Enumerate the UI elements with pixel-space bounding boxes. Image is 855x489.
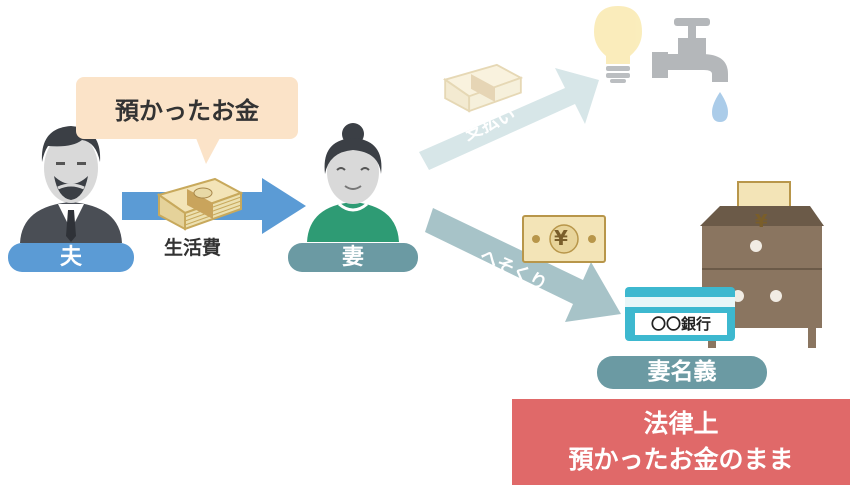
wife-icon xyxy=(307,123,399,242)
hidden-savings-arrow xyxy=(425,208,621,322)
money-bundle-faded-icon xyxy=(443,63,524,113)
speech-bubble: 預かったお金 xyxy=(76,77,298,139)
yen-symbol: ¥ xyxy=(554,226,568,250)
card-stripe xyxy=(625,297,735,307)
bank-card-text: 〇〇銀行 xyxy=(635,313,727,335)
yen-banknote-icon xyxy=(522,215,606,263)
wife-name-label: 妻名義 xyxy=(597,356,767,389)
husband-icon xyxy=(20,126,122,243)
faucet-icon xyxy=(652,18,728,122)
legal-line-1: 法律上 xyxy=(643,409,719,438)
money-bundle-icon xyxy=(156,177,244,231)
legal-status-box: 法律上 預かったお金のまま xyxy=(512,399,850,485)
legal-line-2: 預かったお金のまま xyxy=(568,445,794,474)
living-expenses-label: 生活費 xyxy=(164,237,222,259)
dresser-yen-symbol: ¥ xyxy=(755,211,768,232)
wife-label: 妻 xyxy=(288,243,418,272)
husband-label: 夫 xyxy=(8,243,134,272)
bank-card-icon: 〇〇銀行 xyxy=(625,287,735,341)
bubble-tail xyxy=(196,138,220,164)
payment-arrow xyxy=(419,68,599,170)
lightbulb-icon xyxy=(594,6,642,83)
bubble-text: 預かったお金 xyxy=(115,96,259,125)
